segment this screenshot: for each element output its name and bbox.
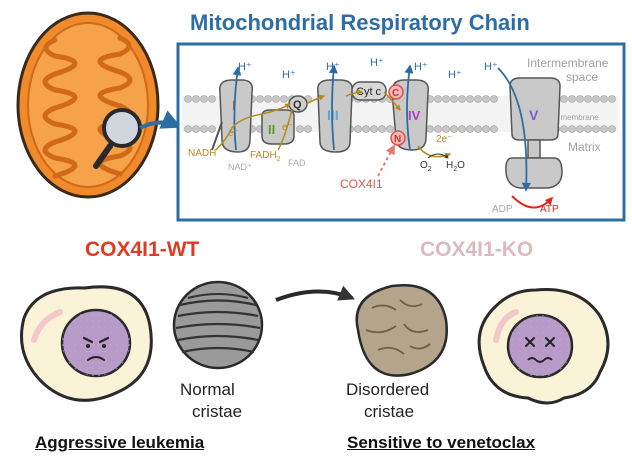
fad-label: FAD (288, 158, 306, 168)
ubiquinone-q: Q (288, 95, 308, 113)
proton-label-3: H⁺ (326, 61, 340, 73)
proton-label-5: H⁺ (414, 61, 428, 73)
mitochondrion-illustration (16, 11, 160, 199)
normal-cristae-label-line2: cristae (192, 402, 243, 421)
o2-label: O2 (420, 160, 432, 173)
cox4i1-subunit-c (388, 84, 404, 100)
normal-cristae-mitochondrion (172, 280, 264, 370)
ko-label: COX4I1-KO (420, 238, 534, 261)
disordered-cristae-label-line1: Disordered (346, 380, 430, 399)
cytochrome-c: Cyt c (351, 81, 387, 101)
adp-atp-arrow (511, 195, 554, 209)
wt-label: COX4I1-WT (85, 238, 200, 261)
complex-iii: III (317, 79, 353, 153)
complex-v-label: V (529, 107, 539, 123)
complex-ii: II (261, 109, 295, 145)
zoom-arrow (139, 110, 182, 130)
q-label: Q (293, 99, 302, 111)
nad-label: NAD⁺ (228, 162, 252, 172)
disordered-cristae-mitochondrion (355, 283, 448, 377)
chain-title: Mitochondrial Respiratory Chain (190, 10, 530, 35)
cox4i1-subunit-n (390, 130, 406, 146)
disordered-cristae-label-line2: cristae (364, 402, 415, 421)
c-label: C (392, 88, 399, 99)
proton-arrows (232, 64, 531, 192)
proton-label-6: H⁺ (448, 69, 462, 81)
normal-cristae-label-line1: Normal (180, 380, 235, 399)
aggressive-leukemia-caption: Aggressive leukemia (35, 433, 205, 452)
n-label: N (394, 134, 401, 145)
electron-label-3: 2e⁻ (436, 134, 452, 145)
proton-label-1: H⁺ (238, 61, 252, 73)
cox4i1-label: COX4I1 (340, 177, 383, 191)
h2o-label: H2O (446, 160, 465, 173)
label-intermembrane: Intermembrane (527, 56, 609, 70)
label-space: space (566, 70, 598, 84)
complex-iv: IV C N (388, 79, 429, 151)
wt-leukemia-cell (20, 285, 153, 402)
ko-leukemia-cell (477, 288, 610, 405)
proton-label-7: H⁺ (484, 61, 498, 73)
electron-label-1: e⁻ (228, 128, 239, 139)
proton-label-2: H⁺ (282, 69, 296, 81)
complex-iv-label: IV (408, 108, 421, 123)
nadh-label: NADH (188, 148, 216, 159)
wt-to-ko-arrow (275, 285, 355, 302)
atp-label: ATP (540, 204, 559, 215)
proton-label-4: H⁺ (370, 57, 384, 69)
label-matrix: Matrix (568, 140, 601, 154)
fadh2-label: FADH2 (250, 150, 281, 163)
venetoclax-sensitive-caption: Sensitive to venetoclax (347, 433, 536, 452)
electron-label-2: e⁻ (282, 122, 293, 133)
adp-label: ADP (492, 204, 513, 215)
o2-to-h2o-arrow (427, 153, 449, 159)
magnifier-icon (93, 108, 142, 169)
label-inner-membrane: Inner membrane (540, 113, 599, 122)
complex-ii-label: II (268, 122, 275, 137)
